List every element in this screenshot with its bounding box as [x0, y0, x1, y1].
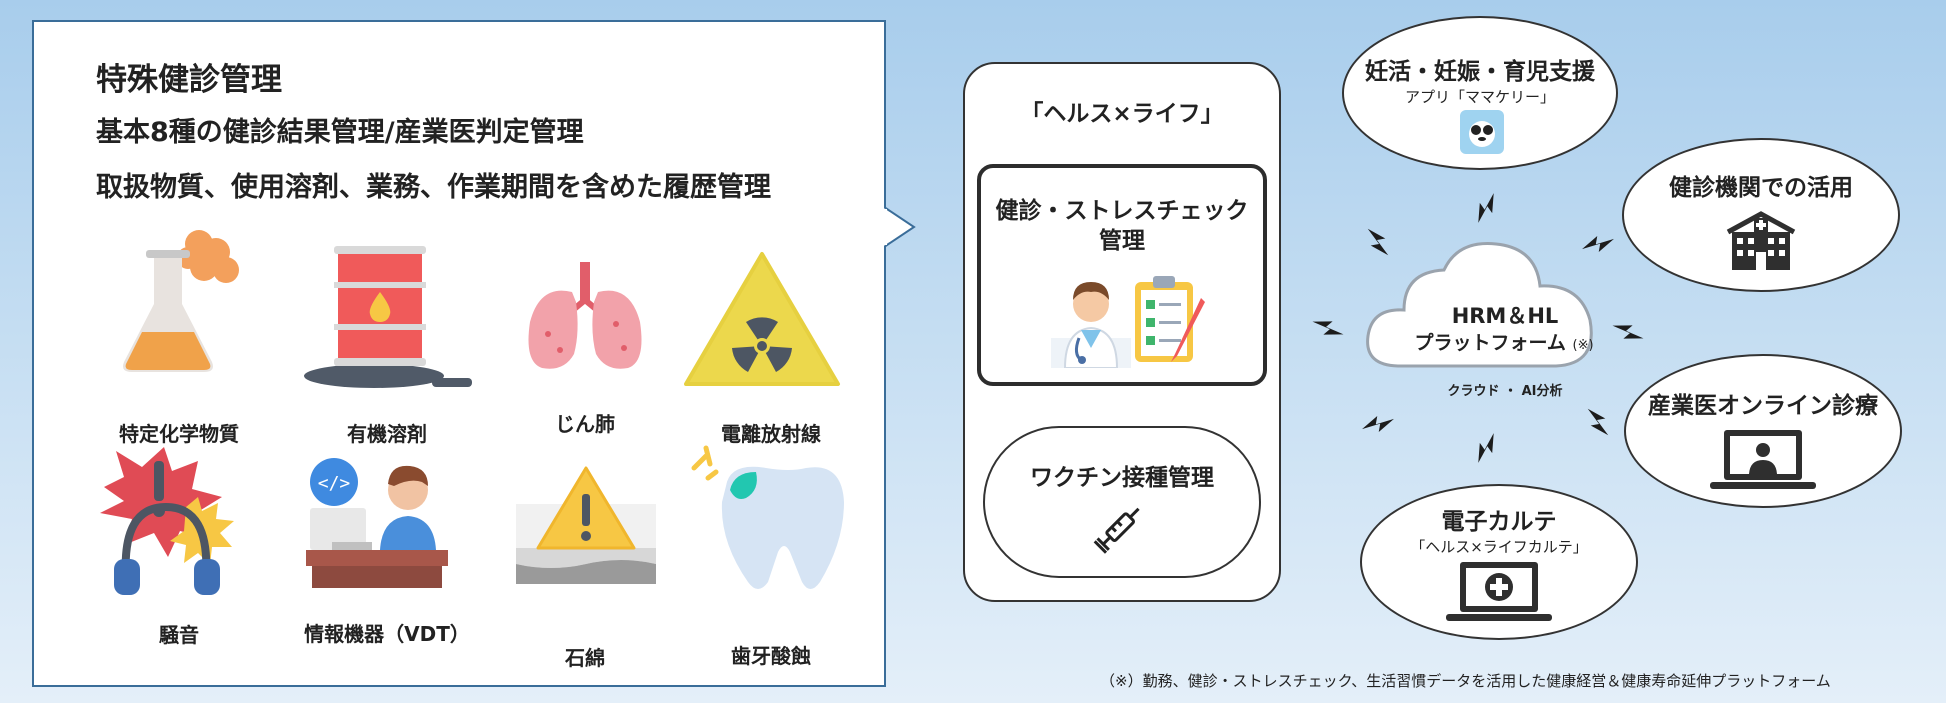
- node-electronic-medical-record: 電子カルテ 「ヘルス×ライフカルテ」: [1360, 484, 1638, 640]
- checkup-stress-management-box: 健診・ストレスチェック 管理: [977, 164, 1267, 386]
- hazard-vdt: </> 情報機器（VDT）: [302, 452, 472, 672]
- headphones-noise-icon: [100, 447, 234, 595]
- platform-name: HRM＆HL: [1451, 304, 1559, 328]
- doctor-checklist-icon: [1051, 276, 1205, 368]
- hazard-label: 電離放射線: [721, 422, 821, 446]
- platform-subname: プラットフォーム (※): [1388, 328, 1620, 355]
- oil-drum-icon: [304, 246, 472, 388]
- panel-title: 特殊健診管理: [96, 62, 282, 98]
- checkup-label: 健診・ストレスチェック 管理: [981, 196, 1263, 256]
- tooth-icon: [691, 445, 844, 589]
- mamakerry-app-icon: [1460, 110, 1504, 154]
- panel-title: 「ヘルス×ライフ」: [1020, 101, 1224, 127]
- node-title: 電子カルテ: [1441, 509, 1557, 535]
- hazard-label: 特定化学物質: [119, 422, 239, 446]
- bolt-icon: [1580, 229, 1616, 259]
- lungs-icon: [528, 262, 642, 369]
- checkup-label-line1: 健診・ストレスチェック: [995, 198, 1249, 224]
- health-life-panel: 「ヘルス×ライフ」 健診・ストレスチェック 管理 ワクチン接種管理: [963, 62, 1281, 602]
- laptop-doctor-icon: [1710, 430, 1816, 489]
- hazard-asbestos: 石綿: [500, 464, 670, 674]
- bolt-icon: [1611, 323, 1645, 341]
- bolt-icon: [1580, 407, 1616, 437]
- hospital-building-icon: [1726, 211, 1796, 270]
- special-checkup-panel: 特殊健診管理 基本8種の健診結果管理/産業医判定管理 取扱物質、使用溶剤、業務、…: [32, 20, 886, 687]
- hazard-organic-solvents: 有機溶剤: [302, 222, 472, 446]
- platform-note-marker: (※): [1572, 338, 1594, 353]
- hazard-dental-erosion: 歯牙酸蝕: [686, 442, 856, 672]
- hazard-label: 石綿: [565, 646, 605, 670]
- node-title: 健診機関での活用: [1669, 175, 1853, 201]
- node-online-consultation: 産業医オンライン診療: [1624, 354, 1902, 508]
- platform-subname-text: プラットフォーム: [1414, 332, 1566, 354]
- node-title: 産業医オンライン診療: [1648, 393, 1878, 419]
- hazard-noise: 騒音: [94, 447, 264, 667]
- hazard-pneumoconiosis: じん肺: [500, 222, 670, 442]
- asbestos-warning-icon: [516, 466, 656, 584]
- node-checkup-institution: 健診機関での活用: [1622, 138, 1900, 292]
- vaccination-management-box: ワクチン接種管理: [983, 426, 1261, 578]
- checkup-label-line2: 管理: [1099, 228, 1145, 254]
- hazard-specific-chemicals: 特定化学物質: [94, 222, 264, 446]
- bolt-icon: [1476, 191, 1496, 225]
- hazard-label: 歯牙酸蝕: [731, 644, 811, 668]
- computer-worker-icon: </>: [306, 458, 448, 588]
- callout-pointer: [884, 206, 916, 248]
- hazard-label: 有機溶剤: [347, 422, 427, 446]
- flask-icon: [123, 230, 239, 372]
- bolt-icon: [1476, 431, 1496, 465]
- platform-caption: クラウド ・ AI分析: [1447, 384, 1563, 399]
- panel-subtitle-results: 基本8種の健診結果管理/産業医判定管理: [96, 117, 584, 148]
- panel-subtitle-history: 取扱物質、使用溶剤、業務、作業期間を含めた履歴管理: [96, 172, 771, 203]
- bolt-icon: [1360, 227, 1396, 257]
- hazard-ionizing-radiation: 電離放射線: [684, 222, 856, 446]
- bolt-icon: [1311, 319, 1345, 337]
- radiation-icon: [684, 252, 840, 386]
- node-subtitle: 「ヘルス×ライフカルテ」: [1410, 538, 1588, 556]
- bolt-icon: [1360, 409, 1396, 439]
- hazard-label: じん肺: [555, 412, 615, 436]
- node-subtitle: アプリ「ママケリー」: [1404, 88, 1555, 106]
- node-title: 妊活・妊娠・育児支援: [1365, 59, 1595, 85]
- node-pregnancy-support: 妊活・妊娠・育児支援 アプリ「ママケリー」: [1342, 16, 1618, 170]
- hazard-label: 騒音: [159, 623, 199, 647]
- laptop-medical-icon: [1446, 562, 1552, 621]
- svg-text:</>: </>: [318, 473, 351, 494]
- cloud-platform-shape: [1366, 242, 1593, 368]
- hazard-label: 情報機器（VDT）: [304, 622, 470, 646]
- vaccine-label: ワクチン接種管理: [1030, 465, 1214, 491]
- syringe-icon: [1093, 507, 1140, 554]
- footnote: （※）勤務、健診・ストレスチェック、生活習慣データを活用した健康経営＆健康寿命延…: [1100, 672, 1831, 690]
